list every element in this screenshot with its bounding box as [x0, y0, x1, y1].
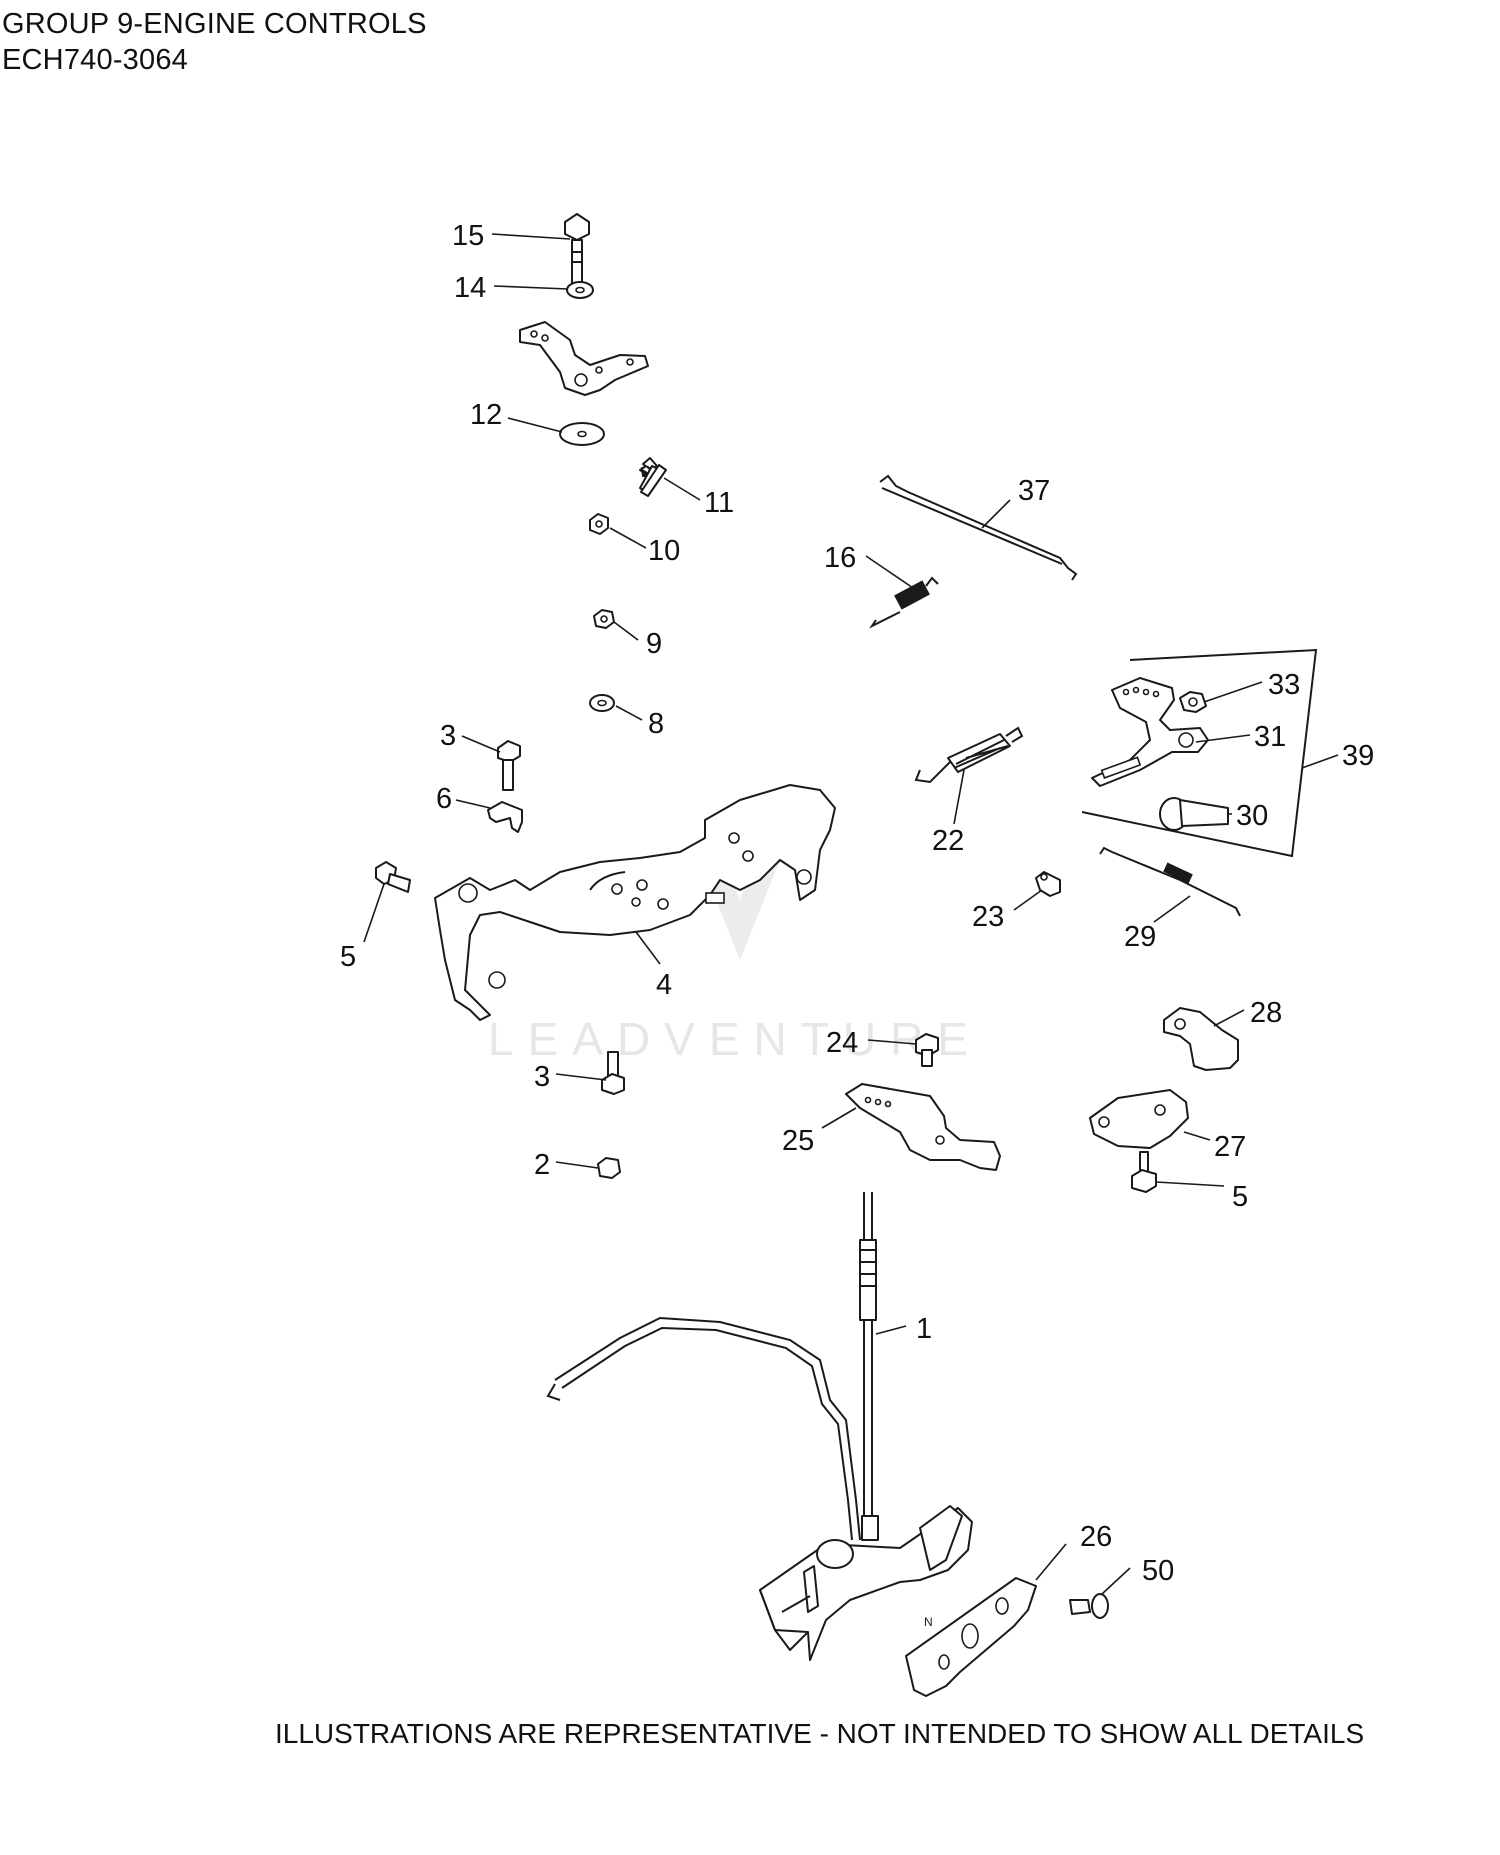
callout-14: 14	[454, 272, 486, 304]
group-title: GROUP 9-ENGINE CONTROLS	[2, 8, 427, 40]
callout-29: 29	[1124, 921, 1156, 953]
part-11-rod-long	[640, 464, 667, 497]
callout-labels: 15 14 12 11 10 9 8 3 6 5 4 37 16 33 31 3…	[340, 220, 1374, 1587]
part-1-cable-assembly	[546, 1192, 973, 1661]
part-33-nut	[1179, 691, 1207, 713]
part-29-spring-rod	[1099, 846, 1241, 917]
part-25-bracket	[845, 1083, 1001, 1171]
callout-50: 50	[1142, 1555, 1174, 1587]
disclaimer-note: ILLUSTRATIONS ARE REPRESENTATIVE - NOT I…	[275, 1718, 1365, 1749]
part-14-washer	[566, 281, 594, 299]
part-30-pin	[1159, 797, 1229, 831]
callout-5-left: 5	[340, 941, 356, 973]
callout-33: 33	[1268, 669, 1300, 701]
callout-4: 4	[656, 969, 672, 1001]
part-3-bolt-lower	[601, 1051, 625, 1095]
callout-26: 26	[1080, 1521, 1112, 1553]
callout-15: 15	[452, 220, 484, 252]
part-50-screw	[1069, 1593, 1109, 1619]
part-5-bolt-right	[1131, 1151, 1157, 1193]
part-16-spring	[869, 576, 939, 629]
callout-6: 6	[436, 783, 452, 815]
part-governor-lever	[519, 321, 649, 396]
callout-9: 9	[646, 628, 662, 660]
part-5-bolt-left	[375, 861, 411, 893]
callout-31: 31	[1254, 721, 1286, 753]
model-number: ECH740-3064	[2, 44, 188, 76]
callout-11: 11	[704, 487, 734, 519]
part-9-nut	[593, 609, 615, 629]
part-4-control-bracket	[434, 784, 836, 1021]
part-26-decal-plate: N	[905, 1577, 1037, 1697]
decal-letter: N	[924, 1615, 933, 1629]
part-24-bolt	[915, 1033, 939, 1067]
part-15-bolt	[564, 213, 590, 287]
diagram-header: GROUP 9-ENGINE CONTROLS ECH740-3064	[2, 6, 427, 78]
callout-22: 22	[932, 825, 964, 857]
callout-27: 27	[1214, 1131, 1246, 1163]
callout-1: 1	[916, 1313, 932, 1345]
part-22-spring	[914, 726, 1024, 784]
part-8-lockwasher	[589, 694, 615, 712]
part-31-lever	[1091, 677, 1209, 787]
part-3-bolt-upper	[497, 740, 521, 791]
callout-10: 10	[648, 535, 680, 567]
callout-24: 24	[826, 1027, 858, 1059]
part-12-washer	[559, 422, 605, 446]
part-27-plate	[1089, 1089, 1189, 1149]
part-10-nut	[589, 513, 609, 535]
callout-28: 28	[1250, 997, 1282, 1029]
callout-2: 2	[534, 1149, 550, 1181]
part-39-assembly-outline	[1081, 648, 1318, 858]
callout-8: 8	[648, 708, 664, 740]
callout-16: 16	[824, 542, 856, 574]
leader-lines	[363, 233, 1339, 1595]
callout-3-lower: 3	[534, 1061, 550, 1093]
callout-3-upper: 3	[440, 720, 456, 752]
callout-23: 23	[972, 901, 1004, 933]
part-2-nut	[597, 1157, 621, 1179]
callout-5-right: 5	[1232, 1181, 1248, 1213]
callout-37: 37	[1018, 475, 1050, 507]
callout-30: 30	[1236, 800, 1268, 832]
part-6-clip	[487, 801, 523, 833]
part-28-bracket	[1163, 1007, 1239, 1071]
callout-39: 39	[1342, 740, 1374, 772]
callout-25: 25	[782, 1125, 814, 1157]
callout-12: 12	[470, 399, 502, 431]
watermark-text: LEADVENTURE	[488, 1013, 982, 1065]
